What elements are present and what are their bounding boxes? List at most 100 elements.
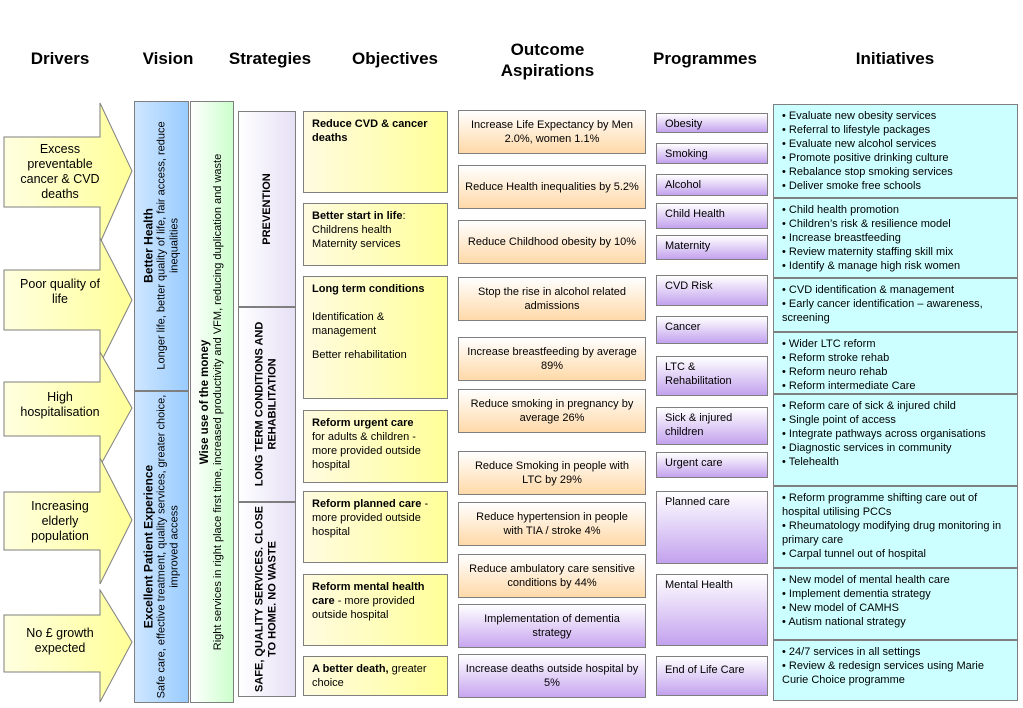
- vision-better-health-desc: Longer life, better quality of life, fai…: [155, 121, 181, 370]
- programme-smoking: Smoking: [656, 143, 768, 164]
- initiative-item: Child health promotion: [782, 203, 1009, 217]
- objective-4-desc: for adults & children - more provided ou…: [312, 431, 421, 471]
- objective-6: Reform mental health care - more provide…: [303, 574, 448, 646]
- objective-1: Reduce CVD & cancer deaths: [303, 111, 448, 193]
- initiative-item: Reform care of sick & injured child: [782, 399, 1009, 413]
- initiative-item: Carpal tunnel out of hospital: [782, 547, 1009, 561]
- initiative-item: Promote positive drinking culture: [782, 151, 1009, 165]
- programme-maternity: Maternity: [656, 235, 768, 260]
- initiative-item: 24/7 services in all settings: [782, 645, 1009, 659]
- objective-5-desc: - more provided outside hospital: [312, 498, 429, 538]
- objective-6-title: Reform mental health care: [312, 581, 425, 607]
- initiative-group-7: New model of mental health care Implemen…: [773, 568, 1018, 640]
- driver-arrow-4: [3, 457, 133, 585]
- header-strategies: Strategies: [228, 49, 312, 68]
- initiative-group-1: Evaluate new obesity services Referral t…: [773, 104, 1018, 198]
- initiative-item: Evaluate new alcohol services: [782, 137, 1009, 151]
- initiative-item: Review maternity staffing skill mix: [782, 245, 1009, 259]
- initiative-item: Implement dementia strategy: [782, 587, 1009, 601]
- vision-patient-experience-text: Excellent Patient Experience Safe care, …: [135, 391, 190, 703]
- strategy-prevention-label: PREVENTION: [260, 173, 273, 245]
- initiative-item: Referral to lifestyle packages: [782, 123, 1009, 137]
- initiative-group-4: Wider LTC reform Reform stroke rehab Ref…: [773, 332, 1018, 394]
- driver-label-4: Increasing elderly population: [31, 498, 89, 543]
- programme-planned-care: Planned care: [656, 491, 768, 564]
- initiative-item: CVD identification & management: [782, 283, 1009, 297]
- initiative-item: Evaluate new obesity services: [782, 109, 1009, 123]
- initiative-group-6: Reform programme shifting care out of ho…: [773, 486, 1018, 568]
- programme-cancer: Cancer: [656, 316, 768, 344]
- driver-arrow-3: [3, 350, 133, 467]
- driver-label-5: No £ growth expected: [26, 626, 94, 655]
- objective-3-line3: Better rehabilitation: [312, 349, 407, 361]
- initiative-item: Single point of access: [782, 413, 1009, 427]
- header-programmes: Programmes: [653, 49, 757, 68]
- initiative-item: Autism national strategy: [782, 615, 1009, 629]
- objective-7: A better death, greater choice: [303, 656, 448, 696]
- objective-3: Long term conditions Identification & ma…: [303, 276, 448, 399]
- objective-7-desc: greater choice: [312, 663, 427, 689]
- objective-2-line2: Childrens health: [312, 224, 392, 236]
- outcome-3: Reduce Childhood obesity by 10%: [458, 220, 646, 264]
- outcome-11: Increase deaths outside hospital by 5%: [458, 654, 646, 698]
- driver-label-3: High hospitalisation: [20, 390, 100, 419]
- initiative-group-8: 24/7 services in all settings Review & r…: [773, 640, 1018, 701]
- outcome-4: Stop the rise in alcohol related admissi…: [458, 277, 646, 321]
- initiative-item: Integrate pathways across organisations: [782, 427, 1009, 441]
- objective-5: Reform planned care - more provided outs…: [303, 491, 448, 563]
- initiative-group-5: Reform care of sick & injured child Sing…: [773, 394, 1018, 486]
- header-initiatives: Initiatives: [855, 49, 935, 68]
- programme-cvd-risk: CVD Risk: [656, 275, 768, 306]
- vision-better-health-text: Better Health Longer life, better qualit…: [135, 101, 190, 391]
- objective-2-colon: :: [402, 210, 406, 222]
- initiative-item: Reform intermediate Care: [782, 379, 1009, 393]
- objective-3-line2: Identification & management: [312, 311, 385, 337]
- driver-arrow-2: [3, 237, 133, 365]
- driver-arrows: [3, 102, 133, 703]
- outcome-6: Reduce smoking in pregnancy by average 2…: [458, 389, 646, 433]
- initiative-item: Identify & manage high risk women: [782, 259, 1009, 273]
- strategy-safe-label: SAFE, QUALITY SERVICES. CLOSE TO HOME. N…: [253, 505, 279, 693]
- outcome-2: Reduce Health inequalities by 5.2%: [458, 165, 646, 209]
- initiative-item: New model of mental health care: [782, 573, 1009, 587]
- vision-patient-experience-box: [134, 391, 189, 703]
- money-title: Wise use of the money: [199, 339, 211, 465]
- initiative-item: Early cancer identification – awareness,…: [782, 297, 1009, 325]
- programme-mental-health: Mental Health: [656, 574, 768, 646]
- money-text: Wise use of the money Right services in …: [190, 101, 234, 703]
- objective-4: Reform urgent care for adults & children…: [303, 410, 448, 483]
- strategy-ltc-box: [238, 307, 296, 502]
- initiative-item: Reform programme shifting care out of ho…: [782, 491, 1009, 519]
- header-outcome-line1: Outcome: [510, 40, 585, 59]
- header-outcome-line2: Aspirations: [500, 61, 595, 80]
- programme-end-of-life-care: End of Life Care: [656, 656, 768, 696]
- strategy-safe-box: [238, 502, 296, 697]
- header-drivers: Drivers: [30, 49, 90, 68]
- objective-7-title: A better death,: [312, 663, 389, 675]
- objective-6-desc: - more provided outside hospital: [312, 595, 415, 621]
- initiative-group-3: CVD identification & management Early ca…: [773, 278, 1018, 332]
- initiative-item: Rebalance stop smoking services: [782, 165, 1009, 179]
- initiative-item: Deliver smoke free schools: [782, 179, 1009, 193]
- driver-label-1: Excess preventable cancer & CVD deaths: [20, 142, 100, 201]
- objective-4-title: Reform urgent care: [312, 417, 414, 429]
- objective-2: Better start in life: Childrens health M…: [303, 203, 448, 266]
- initiative-item: Reform stroke rehab: [782, 351, 1009, 365]
- outcome-5: Increase breastfeeding by average 89%: [458, 337, 646, 381]
- outcome-7: Reduce Smoking in people with LTC by 29%: [458, 451, 646, 495]
- outcome-8: Reduce hypertension in people with TIA /…: [458, 502, 646, 546]
- outcome-9: Reduce ambulatory care sensitive conditi…: [458, 554, 646, 598]
- header-outcome-aspirations: Outcome Aspirations: [470, 39, 625, 81]
- programme-urgent-care: Urgent care: [656, 452, 768, 478]
- header-vision: Vision: [142, 49, 194, 68]
- initiative-item: Review & redesign services using Marie C…: [782, 659, 1009, 687]
- initiative-item: Increase breastfeeding: [782, 231, 1009, 245]
- vision-patient-experience-title: Excellent Patient Experience: [141, 464, 156, 629]
- driver-arrow-1: [3, 102, 133, 244]
- outcome-10: Implementation of dementia strategy: [458, 604, 646, 648]
- outcome-1: Increase Life Expectancy by Men 2.0%, wo…: [458, 110, 646, 154]
- programme-ltc-rehab: LTC & Rehabilitation: [656, 356, 768, 396]
- objective-1-title: Reduce CVD & cancer deaths: [312, 118, 428, 144]
- money-desc: Right services in right place first time…: [212, 153, 224, 651]
- driver-arrow-5: [3, 588, 133, 703]
